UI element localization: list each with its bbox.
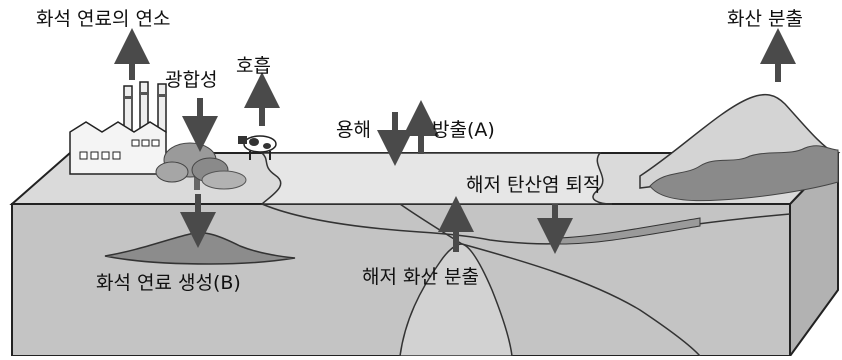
fault-line [461, 243, 701, 357]
label-volcano-eruption: 화산 분출 [727, 8, 803, 30]
volcano-vegetation [649, 145, 839, 202]
cow-icon [238, 135, 277, 160]
label-release: 방출(A) [432, 119, 495, 141]
label-dissolution: 용해 [336, 119, 371, 141]
ocean-surface [260, 152, 613, 205]
label-photosynthesis: 광합성 [165, 69, 218, 91]
factory-icon [69, 81, 167, 175]
label-respiration: 호흡 [236, 55, 271, 77]
label-seafloor-carbonate: 해저 탄산염 퇴적 [466, 174, 601, 196]
carbonate-wedge [559, 217, 701, 245]
label-fossil-formation: 화석 연료 생성(B) [96, 272, 241, 294]
tree-icon [155, 142, 247, 190]
fossil-fuel-deposit [104, 232, 296, 265]
label-fossil-combustion: 화석 연료의 연소 [36, 8, 171, 30]
label-seafloor-volcano: 해저 화산 분출 [362, 266, 479, 288]
